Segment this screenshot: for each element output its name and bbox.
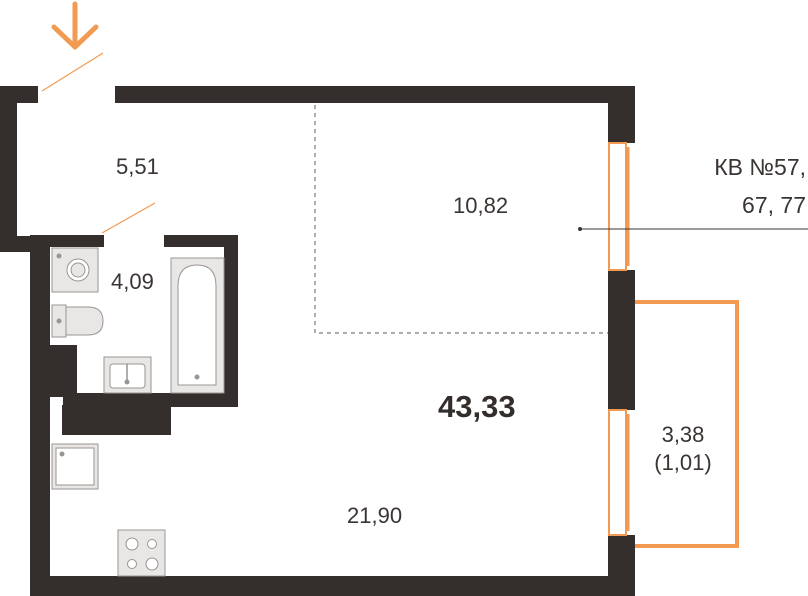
apartment-number-line2: 67, 77 bbox=[742, 192, 806, 218]
toilet-icon bbox=[51, 304, 104, 338]
walls bbox=[0, 86, 635, 596]
total-area-label: 43,33 bbox=[438, 389, 516, 424]
entrance-arrow-icon bbox=[51, 1, 99, 50]
living-area-label: 21,90 bbox=[347, 503, 403, 528]
balcony-outline bbox=[635, 300, 739, 548]
entrance-door bbox=[41, 52, 104, 92]
apartment-number-line1: КВ №57, bbox=[714, 154, 806, 180]
cooktop-icon bbox=[117, 529, 166, 577]
hall-area-label: 5,51 bbox=[116, 154, 159, 179]
bathroom-area-label: 4,09 bbox=[111, 269, 154, 294]
bedroom-zone-outline bbox=[314, 105, 608, 334]
shower-tray-icon bbox=[51, 443, 99, 490]
apartment-pointer-dot bbox=[578, 227, 582, 231]
washing-machine-icon bbox=[51, 247, 99, 293]
windows bbox=[608, 142, 630, 536]
bedroom-zone-area-label: 10,82 bbox=[453, 193, 509, 218]
balcony-coef-label: (1,01) bbox=[654, 450, 712, 475]
balcony-area-label: 3,38 bbox=[661, 422, 705, 447]
bathroom-door bbox=[101, 202, 156, 234]
sink-icon bbox=[103, 356, 152, 394]
bathtub-icon bbox=[170, 257, 225, 394]
